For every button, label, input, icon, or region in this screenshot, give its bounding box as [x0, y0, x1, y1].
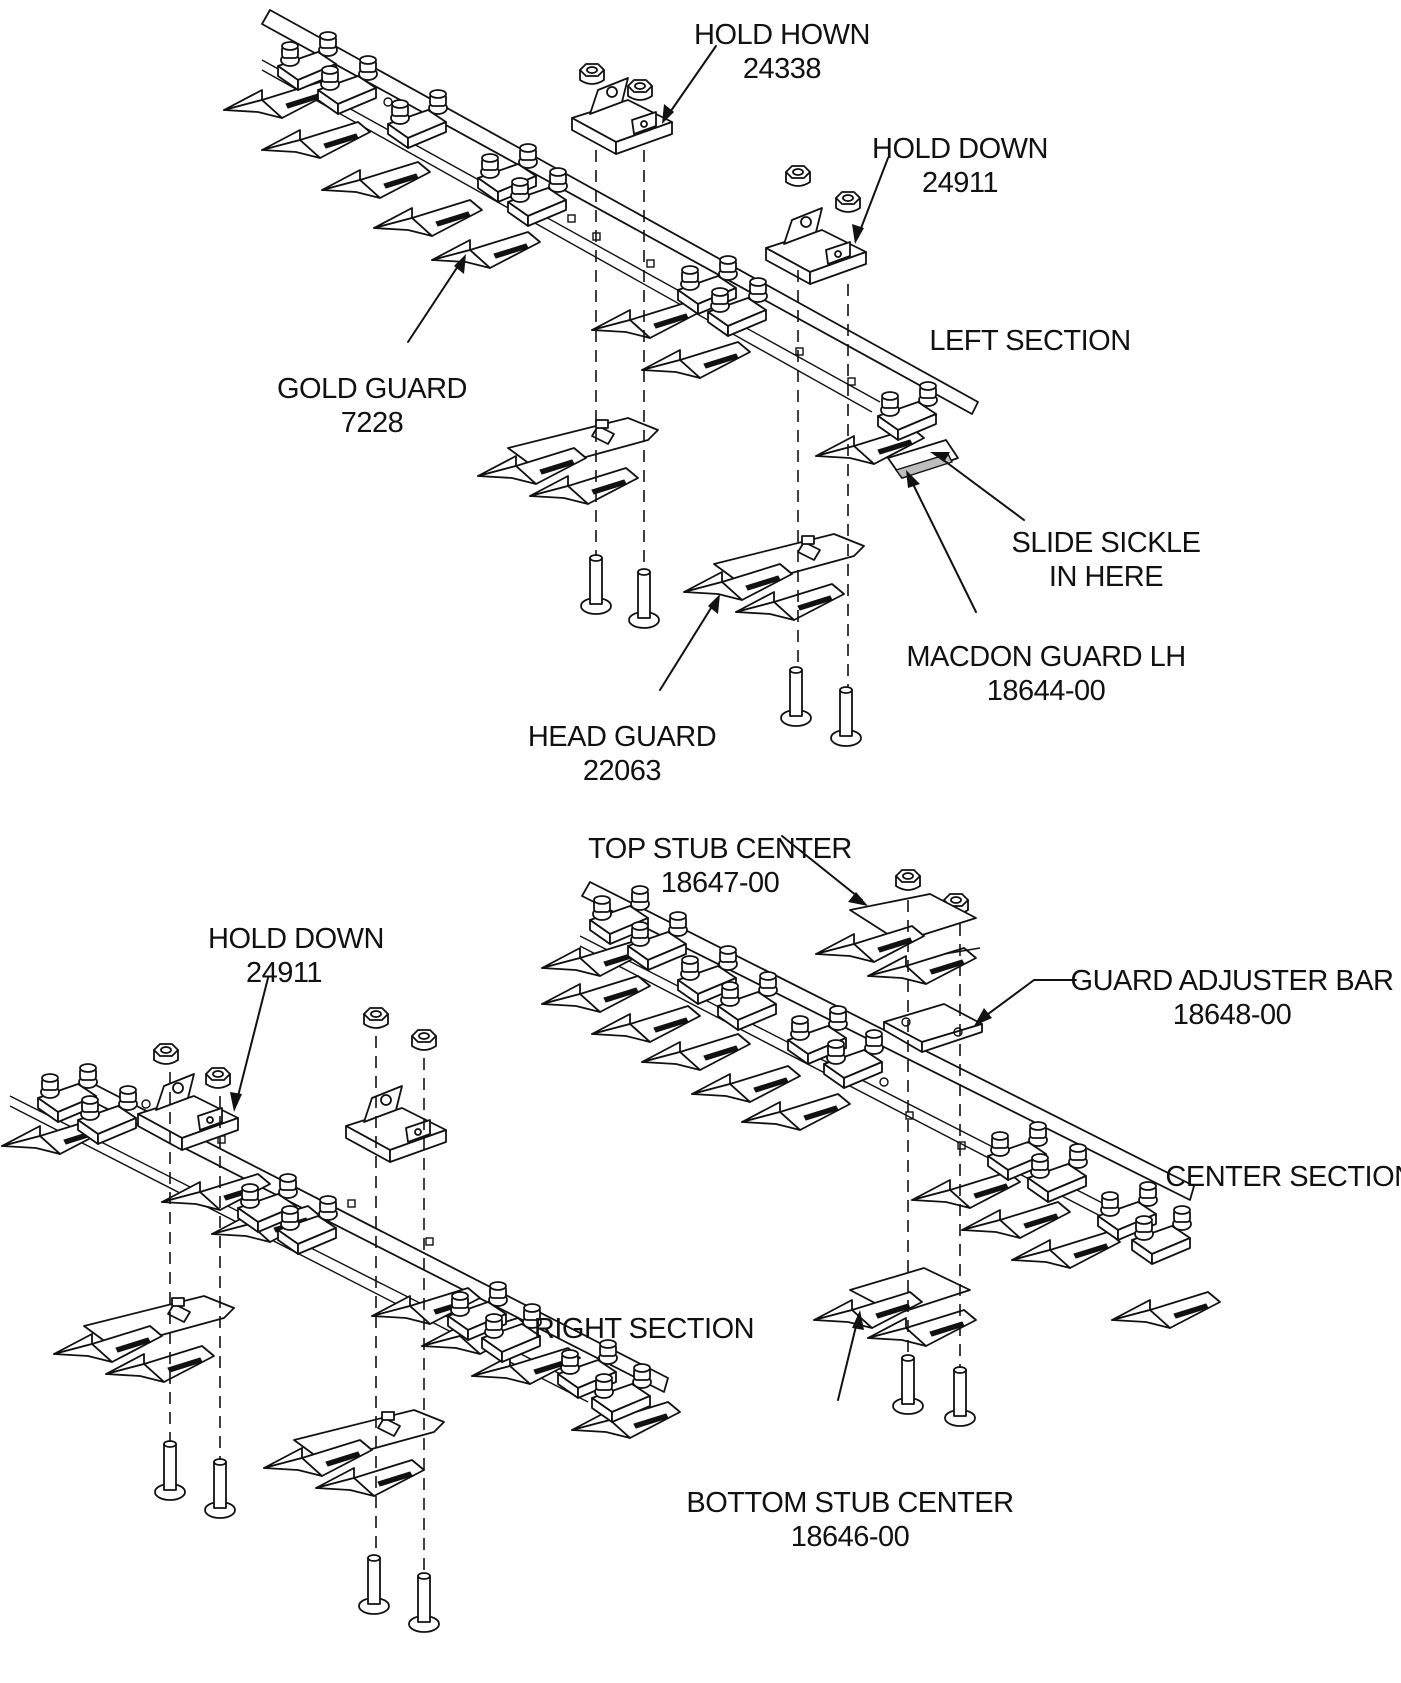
label-hold-down-right-line2: 24911	[246, 957, 322, 989]
label-bottom-stub-line2: 18646-00	[791, 1521, 910, 1553]
label-top-stub-line1: TOP STUB CENTER	[588, 833, 852, 865]
label-gold-guard-line1: GOLD GUARD	[277, 373, 467, 405]
label-head-guard-line2: 22063	[583, 755, 661, 787]
label-hold-down-left-line2: 24911	[922, 167, 998, 199]
label-top-stub-line2: 18647-00	[661, 867, 780, 899]
label-hold-hown-line2: 24338	[743, 53, 821, 85]
label-hold-hown-line1: HOLD HOWN	[694, 19, 870, 51]
label-bottom-stub-line1: BOTTOM STUB CENTER	[686, 1487, 1013, 1519]
label-hold-down-right-line1: HOLD DOWN	[208, 923, 384, 955]
label-slide-sickle-line2: IN HERE	[1049, 561, 1163, 593]
label-slide-sickle-line1: SLIDE SICKLE	[1011, 527, 1200, 559]
center-section-assembly	[541, 869, 1221, 1427]
leader-lines	[230, 45, 1077, 1401]
label-right-section: RIGHT SECTION	[534, 1313, 754, 1345]
label-center-section: CENTER SECTION	[1165, 1161, 1401, 1193]
label-macdon-guard-line2: 18644-00	[987, 675, 1106, 707]
left-section-assembly	[223, 9, 979, 747]
label-guard-adjuster-line1: GUARD ADJUSTER BAR	[1071, 965, 1394, 997]
label-guard-adjuster-line2: 18648-00	[1173, 999, 1292, 1031]
label-head-guard-line1: HEAD GUARD	[528, 721, 716, 753]
right-section-assembly	[1, 1007, 681, 1633]
label-hold-down-left-line1: HOLD DOWN	[872, 133, 1048, 165]
label-gold-guard-line2: 7228	[341, 407, 404, 439]
label-left-section: LEFT SECTION	[929, 325, 1130, 357]
callout-labels: HOLD HOWN 24338 HOLD DOWN 24911 LEFT SEC…	[208, 19, 1401, 1553]
label-macdon-guard-line1: MACDON GUARD LH	[906, 641, 1185, 673]
